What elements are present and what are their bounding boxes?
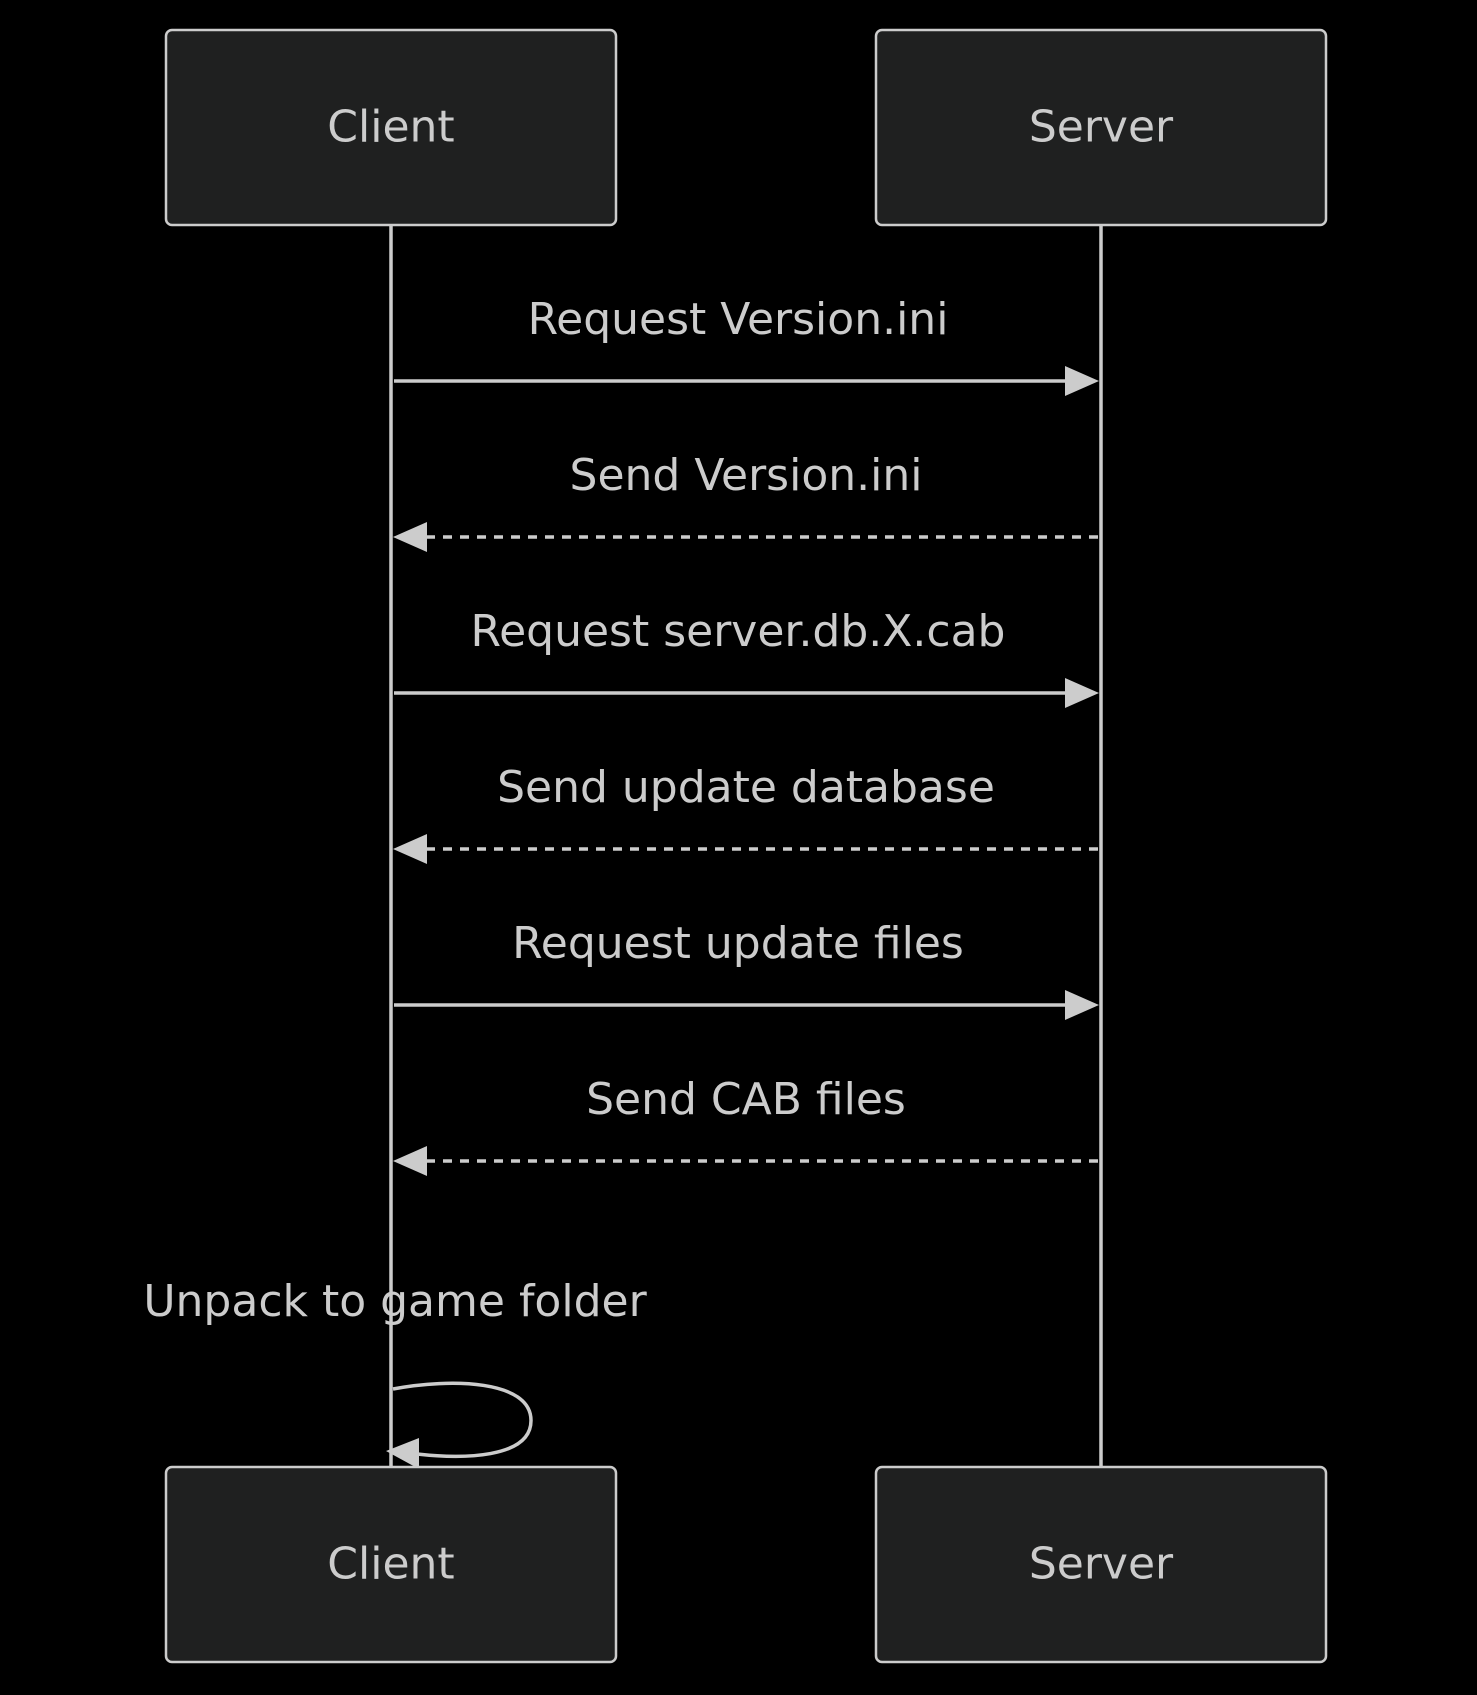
message-label: Request update files	[512, 918, 964, 969]
message-label: Send CAB files	[586, 1074, 906, 1125]
message-5: Request update files	[394, 918, 1099, 1020]
client-actor-top-box	[164, 28, 618, 227]
server-actor-bottom-label: Server	[1029, 1539, 1174, 1590]
message-1: Request Version.ini	[394, 294, 1099, 396]
message-4: Send update database	[393, 762, 1098, 864]
message-label: Unpack to game folder	[143, 1276, 647, 1327]
message-2: Send Version.ini	[393, 450, 1098, 552]
client-actor-top-label: Client	[327, 102, 454, 153]
arrow-head	[386, 1438, 419, 1469]
server-actor-top-label: Server	[1029, 102, 1174, 153]
arrow-head	[1065, 990, 1099, 1020]
message-6: Send CAB files	[393, 1074, 1098, 1176]
server-actor-top: Server	[874, 28, 1328, 227]
arrow-head	[1065, 678, 1099, 708]
server-actor-top-box	[874, 28, 1328, 227]
message-7: Unpack to game folder	[143, 1276, 648, 1469]
arrow-head	[393, 1146, 427, 1176]
arrow-head	[393, 522, 427, 552]
client-actor-top: Client	[164, 28, 618, 227]
server-actor-bottom: Server	[874, 1465, 1328, 1664]
self-loop-line	[392, 1381, 533, 1459]
arrow-head	[393, 834, 427, 864]
client-actor-bottom: Client	[164, 1465, 618, 1664]
arrow-head	[1065, 366, 1099, 396]
message-label: Send Version.ini	[570, 450, 923, 501]
client-actor-bottom-box	[164, 1465, 618, 1664]
client-actor-bottom-label: Client	[327, 1539, 454, 1590]
message-3: Request server.db.X.cab	[394, 606, 1099, 708]
server-actor-bottom-box	[874, 1465, 1328, 1664]
message-label: Request Version.ini	[528, 294, 949, 345]
message-label: Send update database	[497, 762, 995, 813]
message-label: Request server.db.X.cab	[470, 606, 1005, 657]
